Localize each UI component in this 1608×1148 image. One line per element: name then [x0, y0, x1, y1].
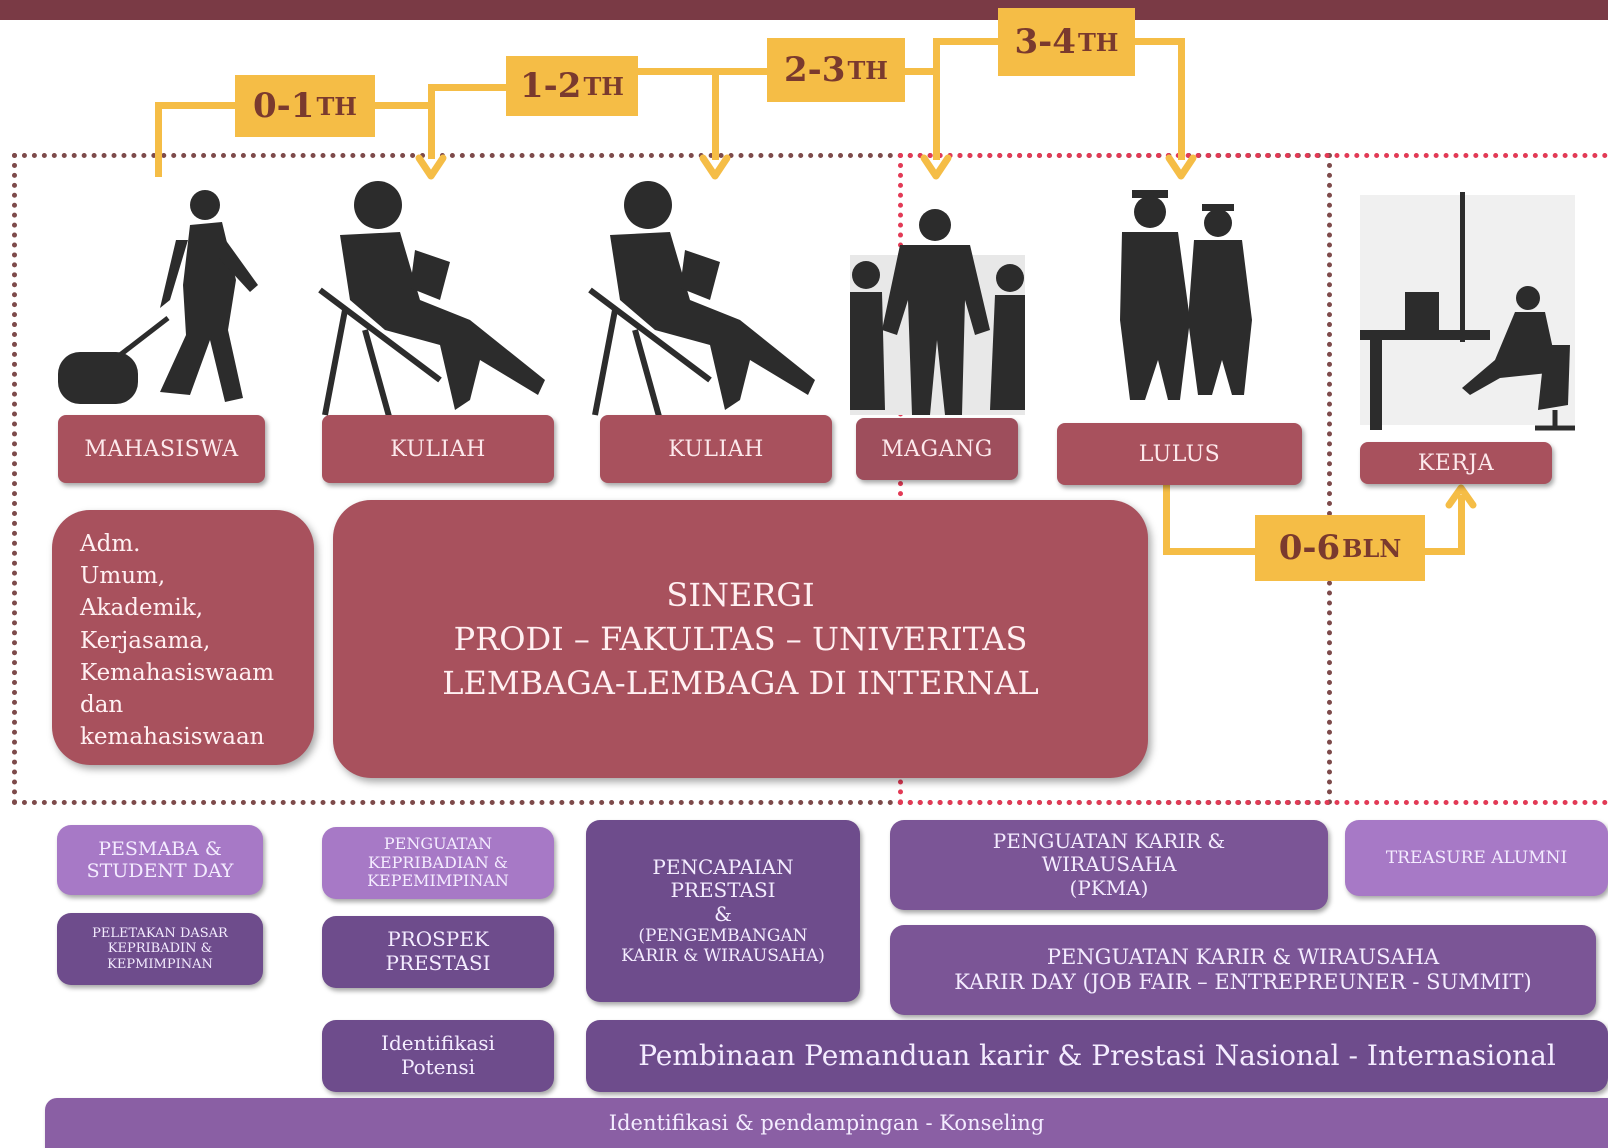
stage-lulus: LULUS — [1057, 423, 1302, 485]
synergy-line: PRODI – FAKULTAS – UNIVERITAS — [453, 619, 1028, 658]
stage-kuliah-1: KULIAH — [322, 415, 554, 483]
admin-services-box: Adm. Umum, Akademik, Kerjasama, Kemahasi… — [52, 510, 314, 765]
admin-line: Adm. — [80, 531, 141, 557]
synergy-box: SINERGI PRODI – FAKULTAS – UNIVERITAS LE… — [333, 500, 1148, 778]
admin-line: Kerjasama, — [80, 627, 211, 654]
reading-student-icon — [588, 181, 815, 421]
program-treasure-alumni: TREASURE ALUMNI — [1345, 820, 1608, 896]
synergy-title: SINERGI — [666, 575, 815, 614]
admin-line: kemahasiswaan — [80, 724, 265, 751]
admin-line: Akademik, — [80, 595, 204, 622]
top-bar — [0, 0, 1608, 20]
campus-phase-frame — [12, 153, 1332, 805]
office-worker-icon — [1360, 192, 1575, 431]
walking-student-icon — [58, 190, 258, 404]
program-pesmaba: PESMABA &STUDENT DAY — [57, 825, 263, 895]
program-pkma: PENGUATAN KARIR &WIRAUSAHA(PKMA) — [890, 820, 1328, 910]
admin-line: Kemahasiswaam — [80, 659, 275, 686]
program-konseling: Identifikasi & pendampingan - Konseling — [45, 1098, 1608, 1148]
stage-kerja: KERJA — [1360, 442, 1552, 484]
admin-line: Umum, — [80, 563, 166, 590]
reading-student-icon — [318, 181, 545, 421]
stage-kuliah-2: KULIAH — [600, 415, 832, 483]
program-pembinaan: Pembinaan Pemanduan karir & Prestasi Nas… — [586, 1020, 1608, 1092]
stage-magang: MAGANG — [856, 418, 1018, 480]
presenter-icon — [850, 209, 1025, 415]
stage-mahasiswa: MAHASISWA — [58, 415, 265, 483]
admin-line: dan — [80, 691, 124, 718]
graduates-icon — [1120, 190, 1252, 400]
synergy-line: LEMBAGA-LEMBAGA DI INTERNAL — [442, 664, 1039, 703]
